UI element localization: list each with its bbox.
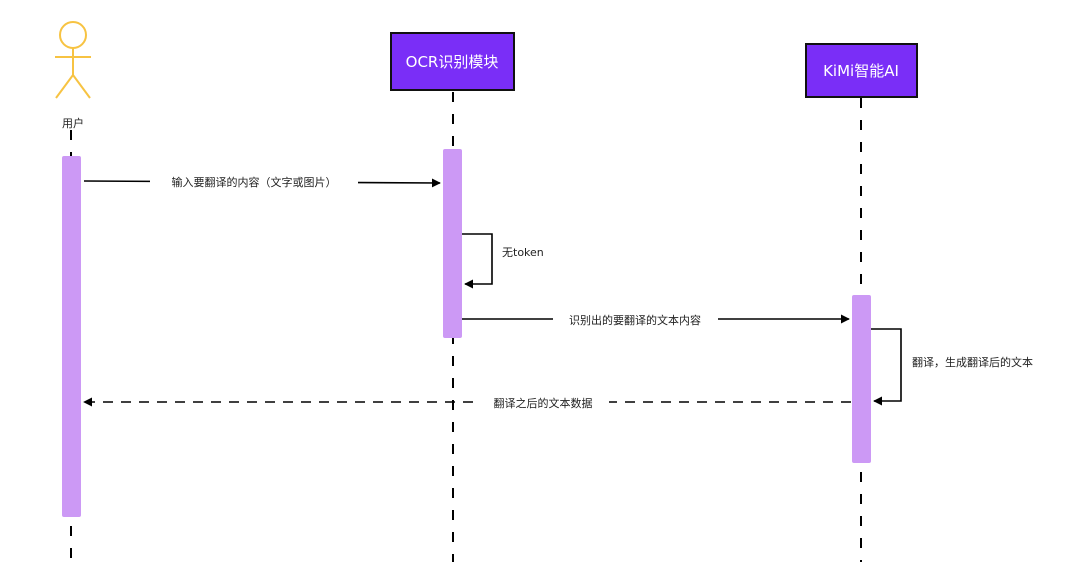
stick-figure-actor-icon[interactable]: [55, 21, 91, 99]
user-activation-bar: [62, 156, 81, 517]
message-label-input: 输入要翻译的内容（文字或图片）: [172, 175, 337, 189]
message-arrow-self-ocr: [462, 233, 493, 289]
ocr-participant-label: OCR识别模块: [406, 53, 499, 71]
ocr-participant-box[interactable]: OCR识别模块: [390, 32, 515, 91]
message-label-self-ocr: 无token: [502, 246, 544, 259]
message-label-self-kimi: 翻译，生成翻译后的文本: [912, 355, 1033, 369]
message-arrow-self-kimi: [871, 328, 902, 406]
kimi-activation-bar: [852, 295, 871, 463]
message-label-recognized: 识别出的要翻译的文本内容: [569, 313, 701, 327]
kimi-participant-box[interactable]: KiMi智能AI: [805, 43, 918, 98]
kimi-participant-label: KiMi智能AI: [823, 62, 899, 80]
ocr-activation-bar: [443, 149, 462, 338]
user-actor-label: 用户: [62, 116, 84, 130]
message-label-return: 翻译之后的文本数据: [494, 396, 593, 410]
